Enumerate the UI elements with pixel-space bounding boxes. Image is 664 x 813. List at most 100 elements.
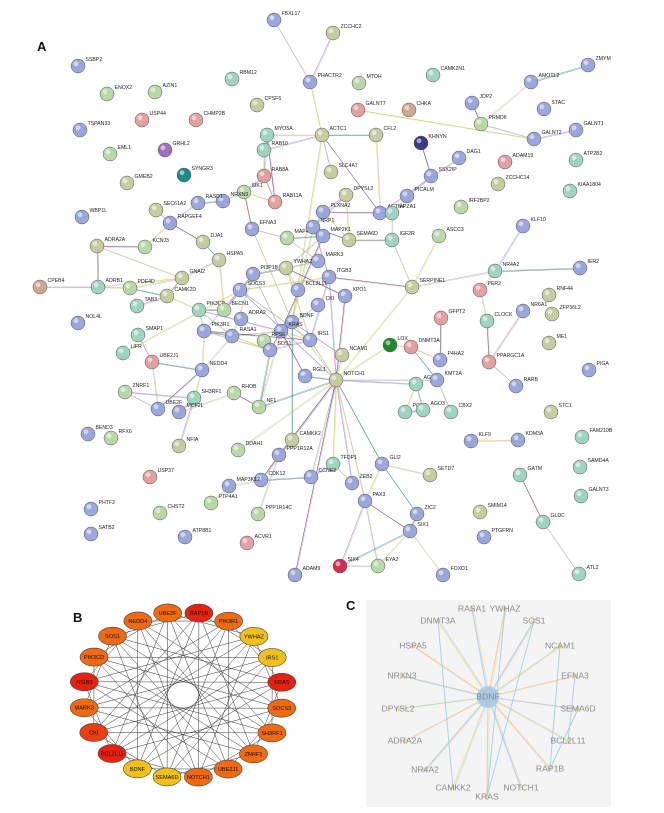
network-node[interactable]: PIGA (581, 361, 609, 378)
network-node[interactable]: TFDP1 (325, 455, 357, 472)
network-node[interactable]: UBE2F (150, 400, 182, 417)
hub-node[interactable]: MARK3 (69, 698, 99, 718)
network-node[interactable]: MARK3 (310, 252, 343, 269)
bdnf-neighbor-node[interactable]: DPYSL2 (382, 703, 415, 713)
network-node[interactable]: KLF10 (515, 217, 546, 234)
network-node[interactable]: KCNJ3 (137, 238, 169, 255)
network-node[interactable]: DJA1 (195, 233, 223, 250)
network-node[interactable]: GMEB2 (119, 174, 153, 191)
network-node[interactable]: ZIC2 (409, 505, 436, 522)
network-node[interactable]: CAMK2D (159, 287, 196, 304)
network-node[interactable]: GNAI2 (174, 269, 205, 286)
network-node[interactable]: NRP1 (305, 218, 334, 235)
network-node[interactable]: PI3P1B (245, 265, 279, 282)
network-node[interactable]: ADAM9 (287, 566, 320, 583)
network-node[interactable]: ZCCHC14 (490, 175, 530, 192)
network-node[interactable]: MAP4K4 (279, 229, 315, 246)
network-node[interactable]: EFNA3 (244, 220, 276, 237)
hub-node[interactable]: CKI (79, 723, 109, 742)
hub-node[interactable]: SOCS3 (267, 698, 297, 718)
network-node[interactable]: PDE4D (122, 279, 155, 296)
hub-node[interactable]: ZNRF1 (239, 744, 268, 764)
network-node[interactable]: SH3RF1 (186, 389, 222, 406)
network-node[interactable]: CHKA (401, 101, 431, 118)
network-node[interactable]: ACVR1 (239, 534, 272, 551)
network-node[interactable]: PTGFRN (476, 528, 513, 545)
network-node[interactable]: EYA2 (370, 557, 398, 574)
network-node[interactable]: UBE2J1 (144, 353, 179, 370)
network-node[interactable]: TSPAN33 (72, 121, 110, 138)
hub-node[interactable]: UBE2F (153, 603, 182, 623)
network-node[interactable]: CHMP2B (188, 111, 226, 128)
bdnf-neighbor-node[interactable]: HSPA5 (399, 640, 427, 650)
network-node[interactable]: PPP1R12A (271, 446, 313, 463)
network-node[interactable]: ATP8B1 (177, 528, 212, 545)
network-node[interactable]: RASD1 (190, 194, 223, 211)
network-node[interactable]: GALNT3 (573, 487, 609, 504)
network-node[interactable]: NRXN3 (215, 192, 248, 209)
network-node[interactable]: PER2 (472, 281, 501, 298)
network-node[interactable]: PICALM (399, 187, 434, 204)
hub-node[interactable]: PIK3R1 (214, 611, 243, 631)
network-node[interactable]: RGL1 (297, 367, 326, 384)
hub-node[interactable]: RAP1B (184, 603, 214, 623)
network-node[interactable]: BCL2L11 (290, 281, 327, 298)
network-node[interactable]: ACTC1 (314, 126, 347, 143)
hub-node[interactable]: KRAS (267, 672, 297, 692)
hub-node[interactable]: BCL2L11 (97, 744, 127, 763)
network-node[interactable]: FBXL17 (266, 11, 300, 28)
network-node[interactable]: SEC61A2 (148, 201, 186, 218)
network-node[interactable]: TAB3 (129, 297, 157, 314)
network-node[interactable]: RASA1 (224, 327, 257, 344)
network-node[interactable]: RFX6 (103, 429, 132, 446)
network-node[interactable]: NEDD4 (194, 361, 227, 378)
network-node[interactable]: P4HA2 (432, 351, 464, 368)
network-node[interactable]: PPARGC1A (481, 353, 525, 370)
network-node[interactable]: APZA1 (384, 204, 416, 221)
network-node[interactable]: IER2 (572, 259, 599, 276)
network-node[interactable]: PRMD6 (473, 115, 507, 132)
network-node[interactable]: GLDC (535, 513, 565, 530)
bdnf-neighbor-node[interactable]: NRXN3 (387, 670, 416, 680)
network-node[interactable]: DDAH1 (230, 441, 263, 458)
network-node[interactable]: GFPT2 (433, 309, 465, 326)
network-node[interactable]: BEND3 (80, 425, 113, 442)
bdnf-neighbor-node[interactable]: SOS1 (523, 615, 546, 625)
network-node[interactable]: CBX2 (443, 403, 472, 420)
bdnf-neighbor-node[interactable]: BCL2L11 (550, 735, 585, 745)
bdnf-neighbor-node[interactable]: RAP1B (536, 763, 564, 773)
network-node[interactable]: CPEB4 (32, 278, 65, 295)
network-node[interactable]: RNF44 (541, 286, 573, 303)
network-node[interactable]: PHACTR2 (302, 73, 342, 90)
network-node[interactable]: ATL2 (571, 565, 599, 582)
network-node[interactable]: SERPINE1 (404, 278, 445, 295)
network-node[interactable]: XPO1 (337, 287, 366, 304)
network-node[interactable]: CCNE2 (303, 468, 336, 485)
bdnf-neighbor-node[interactable]: SEMA6D (560, 703, 595, 713)
network-node[interactable]: ATP2B2 (568, 151, 603, 168)
network-node[interactable]: NF1 (251, 398, 276, 415)
network-node[interactable]: CLOCK (479, 312, 513, 329)
network-node[interactable]: CAMK2N1 (425, 66, 465, 83)
network-node[interactable]: MYO5A (259, 126, 293, 143)
bdnf-neighbor-node[interactable]: CAMKK2 (435, 782, 471, 792)
network-node[interactable]: SOCS3 (232, 281, 265, 298)
hub-node[interactable]: YWHAZ (239, 627, 269, 646)
network-node[interactable]: CDK12 (253, 471, 285, 488)
network-node[interactable]: BECN1 (216, 301, 249, 318)
network-node[interactable]: EML1 (102, 145, 131, 162)
network-node[interactable]: IRS1 (302, 331, 329, 348)
network-node[interactable]: MAP3K12 (221, 477, 260, 494)
network-node[interactable]: SSX2IP (423, 167, 457, 184)
hub-node[interactable]: NOTCH1 (184, 767, 213, 787)
hub-node[interactable]: SEMA6D (152, 767, 182, 787)
network-node[interactable]: NOTCH1 (328, 371, 365, 388)
network-node[interactable]: SEMA6D (341, 231, 378, 248)
network-node[interactable]: CHST2 (152, 504, 185, 521)
network-node[interactable]: KRAS (273, 322, 303, 339)
network-node[interactable]: CFL2 (368, 126, 396, 143)
network-node[interactable]: SYNGR3 (176, 166, 213, 183)
network-node[interactable]: PIK3CD (191, 301, 225, 318)
network-node[interactable]: YWHAZ (278, 259, 312, 276)
hub-node[interactable]: BDNF (123, 759, 152, 779)
